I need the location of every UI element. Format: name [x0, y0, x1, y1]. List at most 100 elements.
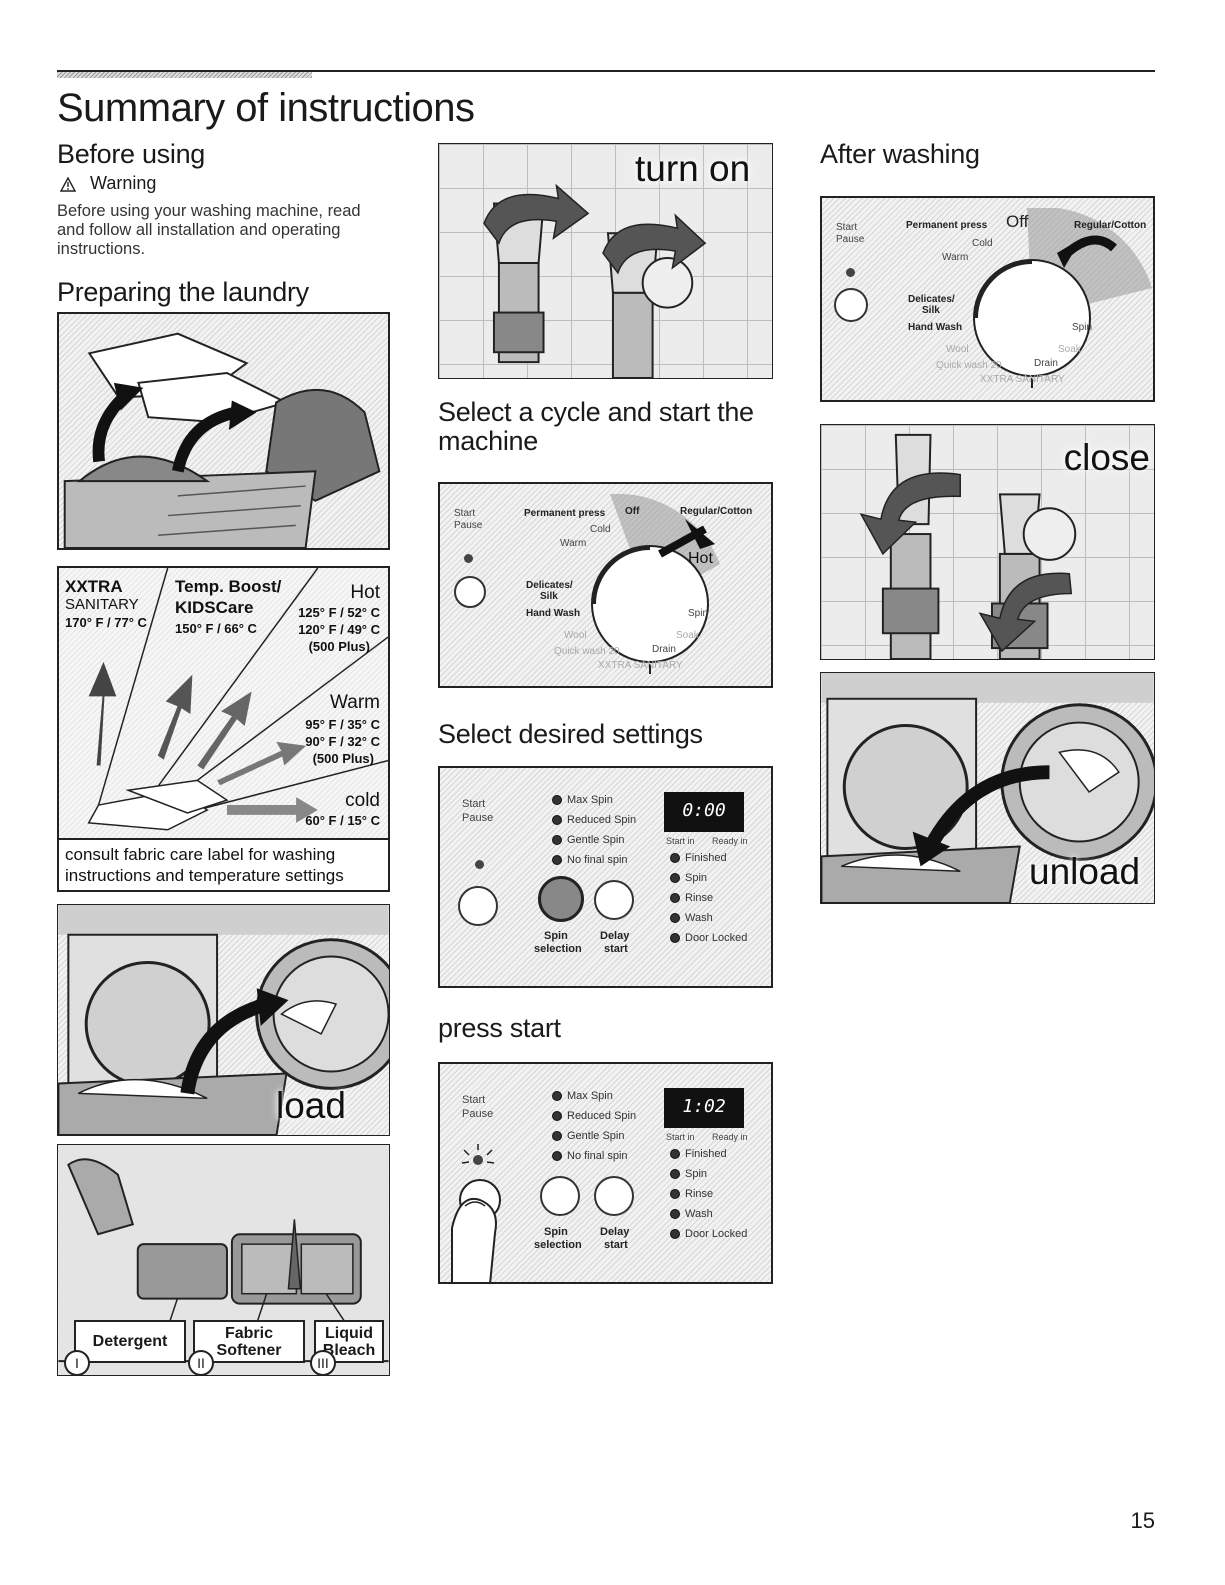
delay-label-2: start — [604, 943, 628, 955]
turn-on-label: turn on — [635, 148, 751, 189]
dial-spin: Spin — [688, 608, 709, 619]
start-label: Start — [454, 508, 476, 519]
led-icon — [670, 1229, 680, 1239]
washer-unload-graphic — [821, 673, 1154, 903]
led-icon — [670, 853, 680, 863]
hot-label: Hot — [350, 582, 380, 603]
turn-on-illustration: turn on — [438, 143, 773, 379]
ps-status-finished-label: Finished — [685, 1148, 727, 1160]
spin-selection-button-pressed[interactable] — [538, 876, 584, 922]
close-illustration: close — [820, 424, 1155, 660]
delay-start-button[interactable] — [594, 880, 634, 920]
dial-permanent-press: Permanent press — [524, 508, 606, 519]
compartment-3-badge: III — [310, 1350, 336, 1375]
warning-line: Warning — [59, 173, 157, 194]
led-icon — [670, 873, 680, 883]
ps-status-spin-label: Spin — [685, 1168, 708, 1180]
led-icon — [670, 913, 680, 923]
led-icon — [552, 1091, 562, 1101]
after-dial-spin: Spin — [1072, 322, 1093, 333]
option-max-spin-label: Max Spin — [567, 794, 613, 806]
status-door-locked-label: Door Locked — [685, 932, 748, 944]
ps-delay-start-button[interactable] — [594, 1176, 634, 1216]
option-reduced-spin[interactable]: Reduced Spin — [552, 814, 636, 826]
faucet-close-graphic — [859, 433, 1077, 659]
page-number: 15 — [1130, 1508, 1155, 1533]
ps-option-gentle-spin-label: Gentle Spin — [567, 1130, 625, 1142]
ps-status-wash-label: Wash — [685, 1208, 713, 1220]
ps-pause-label: Pause — [462, 1108, 494, 1120]
temperature-guide-panel: XXTRA SANITARY 170° F / 77° C Temp. Boos… — [57, 566, 390, 892]
ps-status-spin: Spin — [670, 1168, 707, 1180]
ps-ready-in-label: Ready in — [712, 1132, 748, 1142]
after-start-pause-button[interactable] — [834, 288, 868, 322]
option-no-final-spin-label: No final spin — [567, 854, 628, 866]
ps-option-max-spin[interactable]: Max Spin — [552, 1090, 613, 1102]
dial-xxtra-sanitary: XXTRA SANITARY — [598, 660, 683, 671]
dial-silk: Silk — [540, 591, 558, 602]
after-dial-hand-wash: Hand Wash — [908, 322, 963, 333]
faucet-turn-on-graphic — [483, 183, 707, 378]
cold-temp: 60° F / 15° C — [305, 813, 380, 828]
settings-start-button[interactable] — [458, 886, 498, 926]
led-icon — [552, 1131, 562, 1141]
after-start-label: Start — [836, 222, 858, 233]
dial-off: Off — [625, 506, 640, 517]
led-icon — [552, 855, 562, 865]
option-max-spin[interactable]: Max Spin — [552, 794, 613, 806]
warm-temp-2: 90° F / 32° C — [305, 734, 380, 749]
dial-drain: Drain — [652, 644, 676, 655]
warm-note: (500 Plus) — [312, 751, 374, 766]
start-pause-button[interactable] — [454, 576, 486, 608]
after-dial-quick-wash: Quick wash 20 — [936, 360, 1002, 371]
page-title: Summary of instructions — [57, 86, 475, 130]
led-icon — [552, 1111, 562, 1121]
temp-boost-label: Temp. Boost/ — [175, 577, 282, 596]
select-settings-heading: Select desired settings — [438, 719, 703, 749]
after-dial-drain: Drain — [1034, 358, 1058, 369]
ps-status-rinse-label: Rinse — [685, 1188, 714, 1200]
ps-status-door-locked-label: Door Locked — [685, 1228, 748, 1240]
ps-status-wash: Wash — [670, 1208, 713, 1220]
dial-hot: Hot — [688, 550, 713, 567]
temperature-rays-graphic — [59, 568, 388, 890]
compartment-2-badge: II — [188, 1350, 214, 1375]
load-label: load — [276, 1085, 346, 1126]
ps-spin-selection-button[interactable] — [540, 1176, 580, 1216]
cold-label: cold — [345, 790, 380, 811]
ps-option-no-final-spin-label: No final spin — [567, 1150, 628, 1162]
status-finished-label: Finished — [685, 852, 727, 864]
after-dial-off: Off — [1006, 212, 1029, 231]
after-dial-regular-cotton: Regular/Cotton — [1074, 220, 1147, 231]
dial-quick-wash: Quick wash 20 — [554, 646, 620, 657]
dial-cold: Cold — [590, 524, 611, 535]
option-no-final-spin[interactable]: No final spin — [552, 854, 628, 866]
after-dial-soak: Soak — [1058, 344, 1081, 355]
cycle-dial-graphic — [591, 494, 720, 674]
warning-label: Warning — [90, 173, 157, 193]
before-using-text: Before using your washing machine, read … — [57, 202, 361, 258]
ps-time-display: 1:02 — [664, 1088, 744, 1128]
ps-option-reduced-spin[interactable]: Reduced Spin — [552, 1110, 636, 1122]
option-gentle-spin[interactable]: Gentle Spin — [552, 834, 624, 846]
ps-spin-selection-label-2: selection — [534, 1239, 582, 1251]
press-start-heading: press start — [438, 1013, 561, 1043]
status-rinse: Rinse — [670, 892, 713, 904]
status-spin-label: Spin — [685, 872, 708, 884]
detergent-label: Detergent — [74, 1320, 186, 1363]
hot-note: (500 Plus) — [308, 639, 370, 654]
ps-delay-label-1: Delay — [600, 1226, 630, 1238]
after-dial-xxtra-sanitary: XXTRA SANITARY — [980, 374, 1065, 385]
ps-option-gentle-spin[interactable]: Gentle Spin — [552, 1130, 624, 1142]
after-washing-heading: After washing — [820, 139, 980, 169]
status-door-locked: Door Locked — [670, 932, 747, 944]
ps-start-in-label: Start in — [666, 1132, 695, 1142]
settings-panel: Start Pause Max Spin Reduced Spin Gentle… — [438, 766, 773, 988]
cycle-dial-panel: Start Pause Permanent press Off Regular/… — [438, 482, 773, 688]
preparing-heading: Preparing the laundry — [57, 277, 309, 307]
ps-start-label: Start — [462, 1094, 486, 1106]
status-rinse-label: Rinse — [685, 892, 714, 904]
led-icon — [552, 815, 562, 825]
hot-temp-1: 125° F / 52° C — [298, 605, 380, 620]
ps-option-no-final-spin[interactable]: No final spin — [552, 1150, 628, 1162]
